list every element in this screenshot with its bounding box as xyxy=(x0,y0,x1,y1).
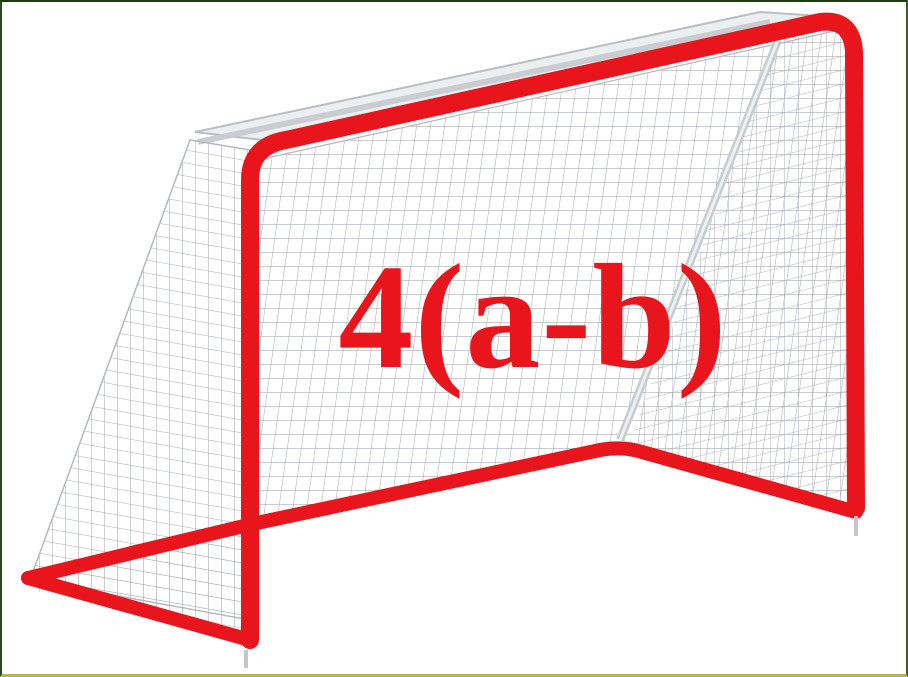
goal-feet xyxy=(244,516,858,668)
bottom-net xyxy=(28,518,252,630)
right-side-net xyxy=(628,30,852,505)
algebraic-expression: 4(a-b) xyxy=(338,234,728,400)
red-goal-frame xyxy=(21,12,865,649)
right-support-pole xyxy=(616,38,782,442)
